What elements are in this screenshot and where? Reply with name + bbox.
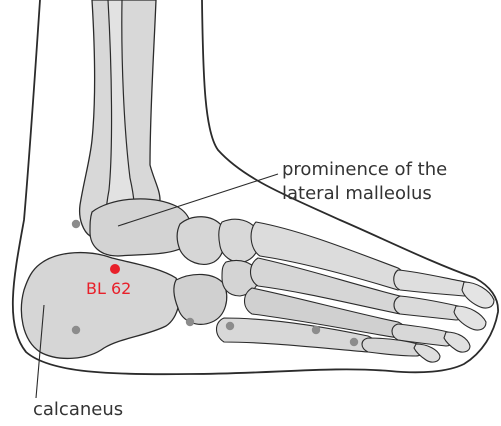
landmark-dot — [72, 326, 80, 334]
landmark-dot — [226, 322, 234, 330]
phalanx-bone — [414, 344, 440, 362]
navicular-bone — [177, 217, 225, 265]
malleolus-label-line2: lateral malleolus — [282, 184, 432, 204]
bl62-acupoint-dot — [110, 264, 120, 274]
landmark-dot — [186, 318, 194, 326]
calcaneus-label: calcaneus — [33, 400, 123, 420]
landmark-dot — [350, 338, 358, 346]
phalanx-bone — [462, 282, 494, 308]
bl62-point-label: BL 62 — [86, 280, 131, 298]
cuboid-bone — [174, 274, 227, 324]
phalanx-bone — [444, 332, 470, 352]
phalanx-bone — [394, 270, 471, 296]
phalanx-bone — [454, 306, 486, 330]
phalanx-bone — [394, 296, 463, 320]
landmark-dot — [312, 326, 320, 334]
calcaneus-bone — [21, 253, 179, 359]
malleolus-label-line1: prominence of the — [282, 160, 447, 180]
landmark-dot — [72, 220, 80, 228]
